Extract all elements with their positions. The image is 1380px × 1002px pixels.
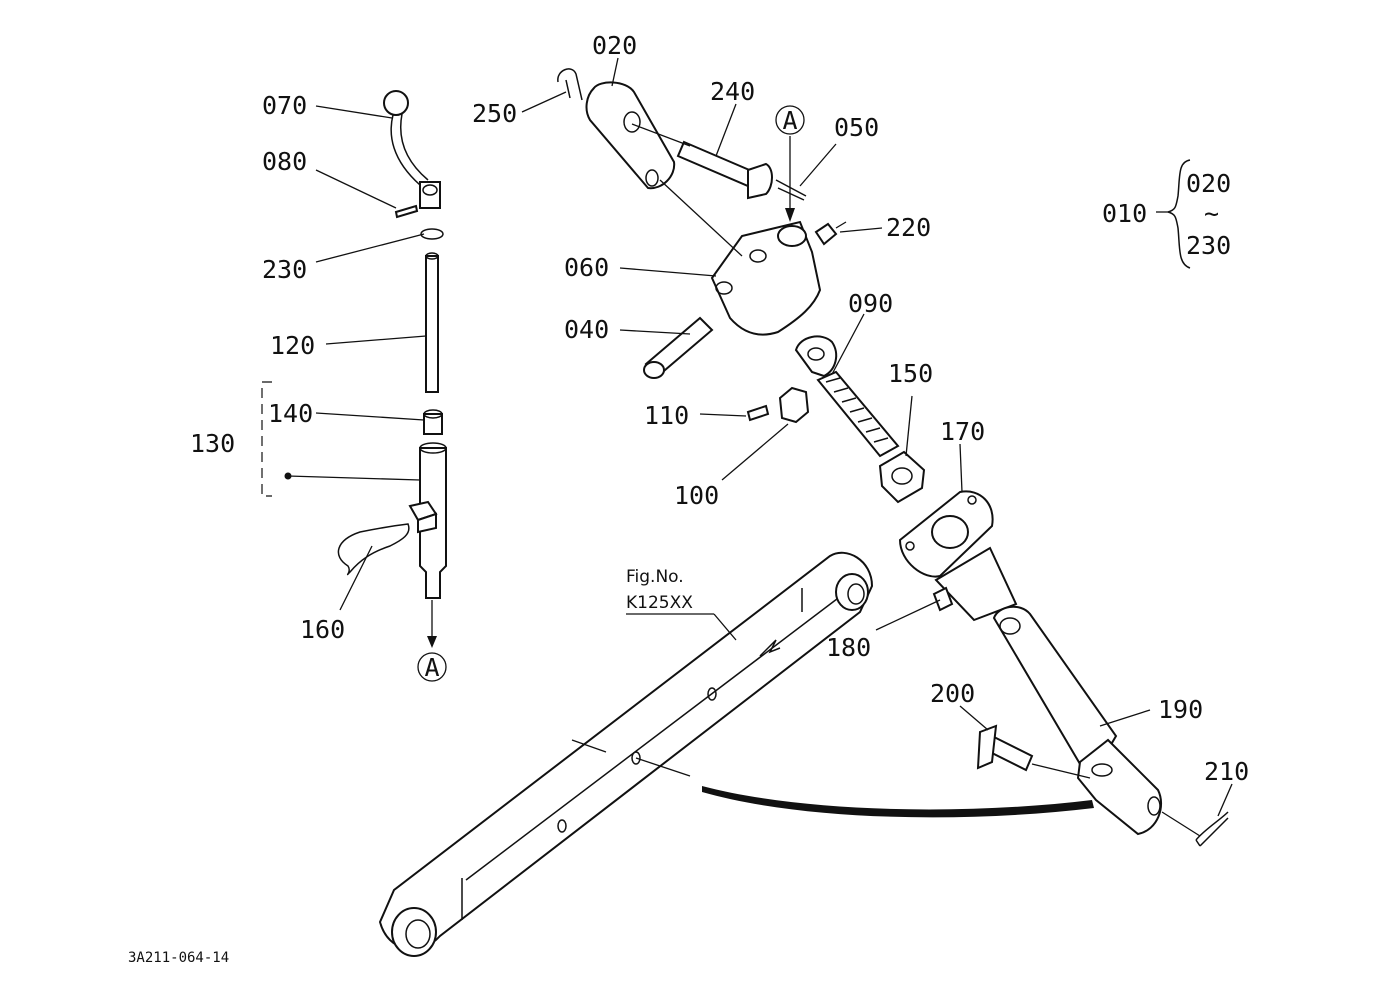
end-yoke: [1076, 738, 1163, 836]
callout-110: 110: [644, 401, 689, 430]
callout-050: 050: [834, 113, 879, 142]
callout-240: 240: [710, 77, 755, 106]
grease-nipple-180: [932, 586, 954, 612]
group-tilde: ~: [1204, 199, 1219, 228]
callout-040: 040: [564, 315, 609, 344]
connection-curve: [702, 786, 1094, 818]
group-to-230: 230: [1186, 231, 1231, 260]
pin-240: [676, 140, 756, 188]
clip-160: [337, 523, 410, 576]
figure-note-line1: Fig.No.: [626, 567, 684, 587]
callout-090: 090: [848, 289, 893, 318]
leveling-handle-assembly: A: [261, 90, 447, 682]
figure-note-line2: K125XX: [626, 593, 693, 613]
leader-lines-left: [315, 105, 427, 611]
callout-080: 080: [262, 147, 307, 176]
top-link-190: [992, 605, 1118, 766]
cotter-pin-050: [775, 179, 807, 201]
callout-010: 010: [1102, 199, 1147, 228]
view-marker-a-upper: [775, 105, 805, 135]
top-link-rod-assembly: [794, 335, 1229, 847]
handle-rod: [390, 114, 421, 186]
grease-nipple-220: [814, 222, 838, 246]
o-ring-230: [420, 228, 444, 240]
callout-170: 170: [940, 417, 985, 446]
top-link-front-assembly: A: [557, 68, 847, 424]
callout-160: 160: [300, 615, 345, 644]
callout-150: 150: [888, 359, 933, 388]
shaft-120: [425, 255, 439, 393]
linch-pin-210: [1195, 811, 1229, 847]
callout-190: 190: [1158, 695, 1203, 724]
view-marker-a-lower-label: A: [424, 653, 439, 682]
callout-250: 250: [472, 99, 517, 128]
lower-link-front-end: [835, 573, 869, 611]
callout-070: 070: [262, 91, 307, 120]
callout-230-left: 230: [262, 255, 307, 284]
callout-020: 020: [592, 31, 637, 60]
spring-pin-080: [394, 204, 419, 219]
callout-100: 100: [674, 481, 719, 510]
drawing-id: 3A211-064-14: [128, 950, 229, 966]
callout-210: 210: [1204, 757, 1249, 786]
nut-100: [778, 386, 810, 424]
lock-nut-150: [878, 450, 926, 504]
leader-lines-right: [875, 395, 1233, 817]
callout-140: 140: [268, 399, 313, 428]
callout-060: 060: [564, 253, 609, 282]
group-from-020: 020: [1186, 169, 1231, 198]
leader-lines-center: [521, 57, 883, 481]
lower-link-assembly: Fig.No. K125XX: [378, 551, 1094, 957]
bush-140: [423, 413, 443, 435]
callout-130: 130: [190, 429, 235, 458]
lower-link-ball-end: [391, 907, 437, 957]
lynch-pin-250: [557, 68, 583, 101]
threaded-rod: [816, 370, 900, 458]
callout-120: 120: [270, 331, 315, 360]
handle-knob: [383, 90, 409, 116]
bracket-020: [585, 81, 676, 190]
callout-200: 200: [930, 679, 975, 708]
adjuster-090: [794, 335, 838, 378]
callout-180: 180: [826, 633, 871, 662]
callout-220: 220: [886, 213, 931, 242]
group-bracket-130: [261, 381, 272, 497]
callout-labels: 070 080 230 120 140 130 160 250 020 240 …: [128, 31, 1249, 966]
assembly-group-010: [1156, 159, 1191, 269]
view-marker-a-upper-label: A: [782, 106, 797, 135]
set-pin-110: [746, 404, 770, 422]
swivel-060: [710, 220, 822, 336]
view-marker-a-lower: [417, 652, 447, 682]
